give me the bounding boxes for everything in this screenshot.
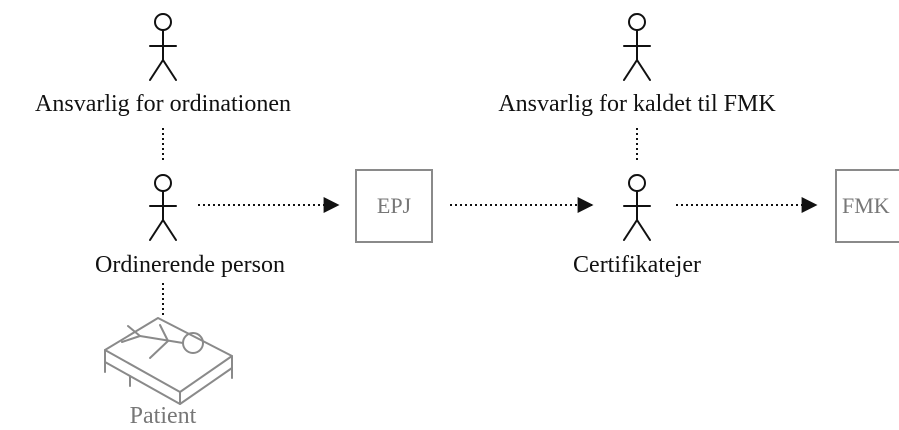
responsible-for-fmk-call-actor: Ansvarlig for kaldet til FMK [498,13,776,117]
stick-figure-icon [149,174,177,241]
epj-box [355,169,433,243]
responsible-for-prescription-label: Ansvarlig for ordinationen [35,91,291,117]
fmk-box [835,169,899,243]
certificate-holder-actor: Certifikatejer [573,174,701,278]
prescriber-actor: Ordinerende person [95,174,285,278]
certificate-holder-label: Certifikatejer [573,252,701,278]
responsible-for-prescription-actor: Ansvarlig for ordinationen [35,13,291,117]
stick-figure-icon [623,174,651,241]
patient-label: Patient [130,403,197,429]
responsible-for-fmk-call-label: Ansvarlig for kaldet til FMK [498,91,776,117]
epj-label: EPJ [377,193,412,218]
fmk-system: FMK [835,169,899,243]
patient-bed-icon [104,317,233,405]
stick-figure-icon [149,13,177,81]
stick-figure-icon [623,13,651,81]
prescriber-label: Ordinerende person [95,252,285,278]
patient-actor: Patient [104,317,233,429]
fmk-label: FMK [842,193,890,218]
epj-system: EPJ [355,169,433,243]
